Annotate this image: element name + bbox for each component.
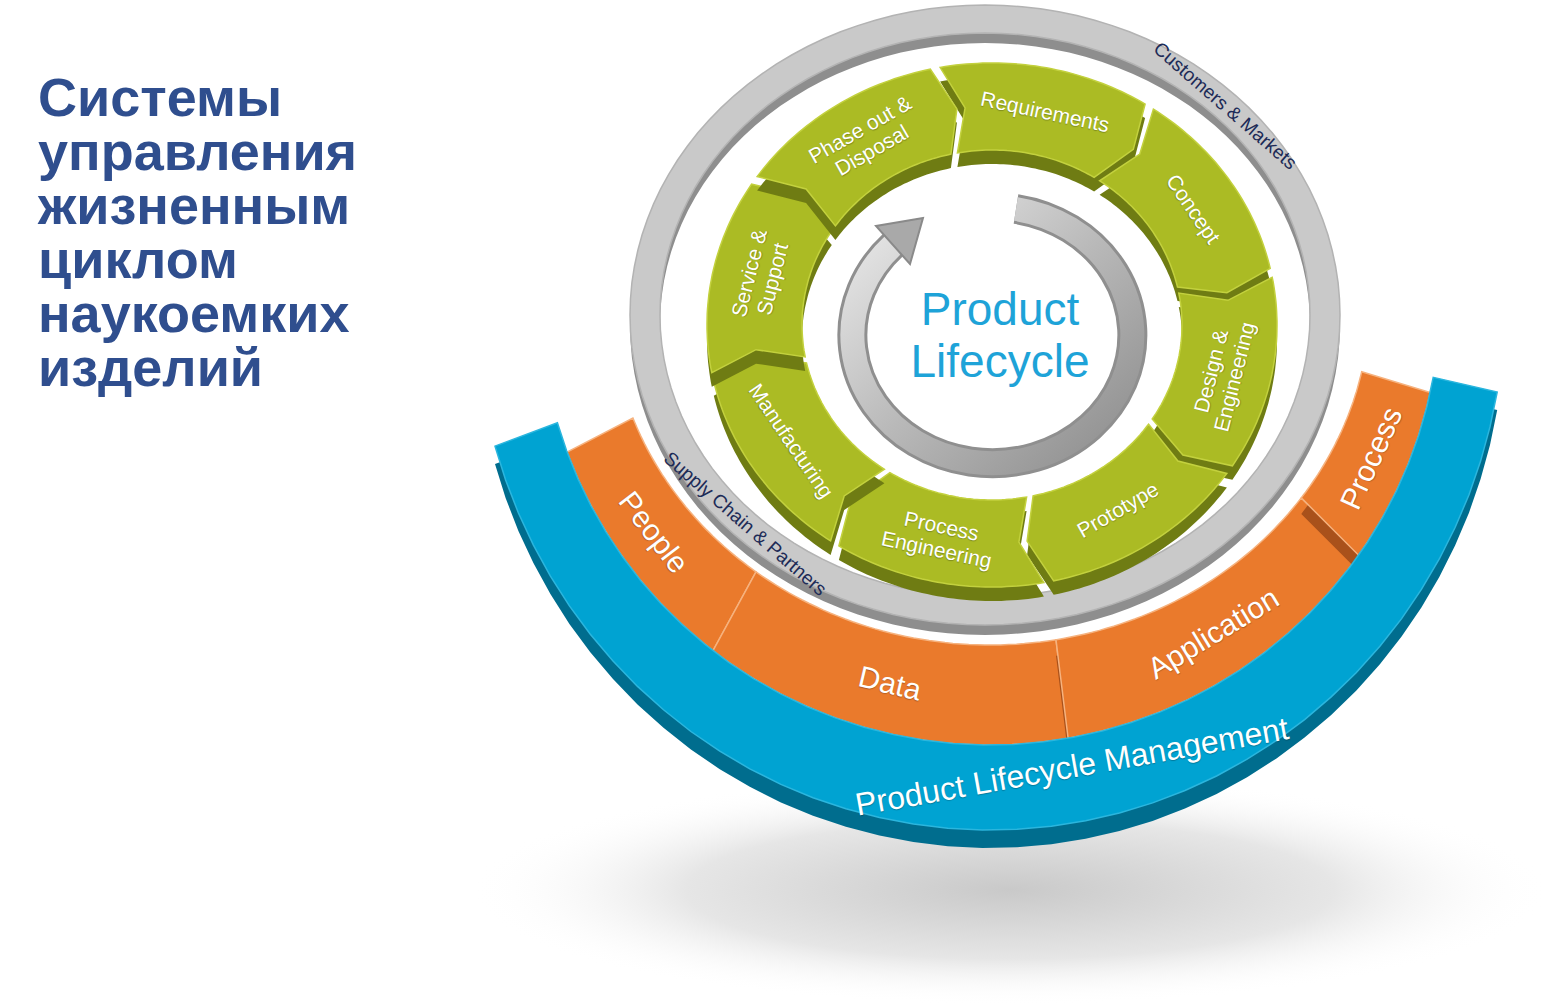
lifecycle-stage: Concept: [1097, 107, 1273, 309]
shape-face: [1100, 109, 1271, 293]
shape-face: [1027, 424, 1227, 581]
management-band: Product Lifecycle Management: [492, 375, 1500, 850]
shape-face: [714, 357, 885, 541]
cycle-arrow-edge: [852, 209, 1132, 463]
lifecycle-stage: Prototype: [1025, 422, 1229, 597]
center-label: Product Lifecycle: [880, 283, 1120, 387]
shape-face: [757, 69, 957, 226]
shape-face: [630, 5, 1340, 625]
shape-face: [707, 184, 832, 373]
cycle-arrow: [852, 209, 1132, 463]
shape-face: [940, 63, 1145, 177]
lifecycle-stage: Phase out & Disposal: [755, 67, 959, 242]
lifecycle-stage: Manufacturing: [711, 355, 887, 557]
cycle-arrowhead: [876, 218, 923, 264]
diagram-title: Системы управления жизненным циклом наук…: [38, 70, 408, 394]
shape-face: [1152, 277, 1277, 466]
